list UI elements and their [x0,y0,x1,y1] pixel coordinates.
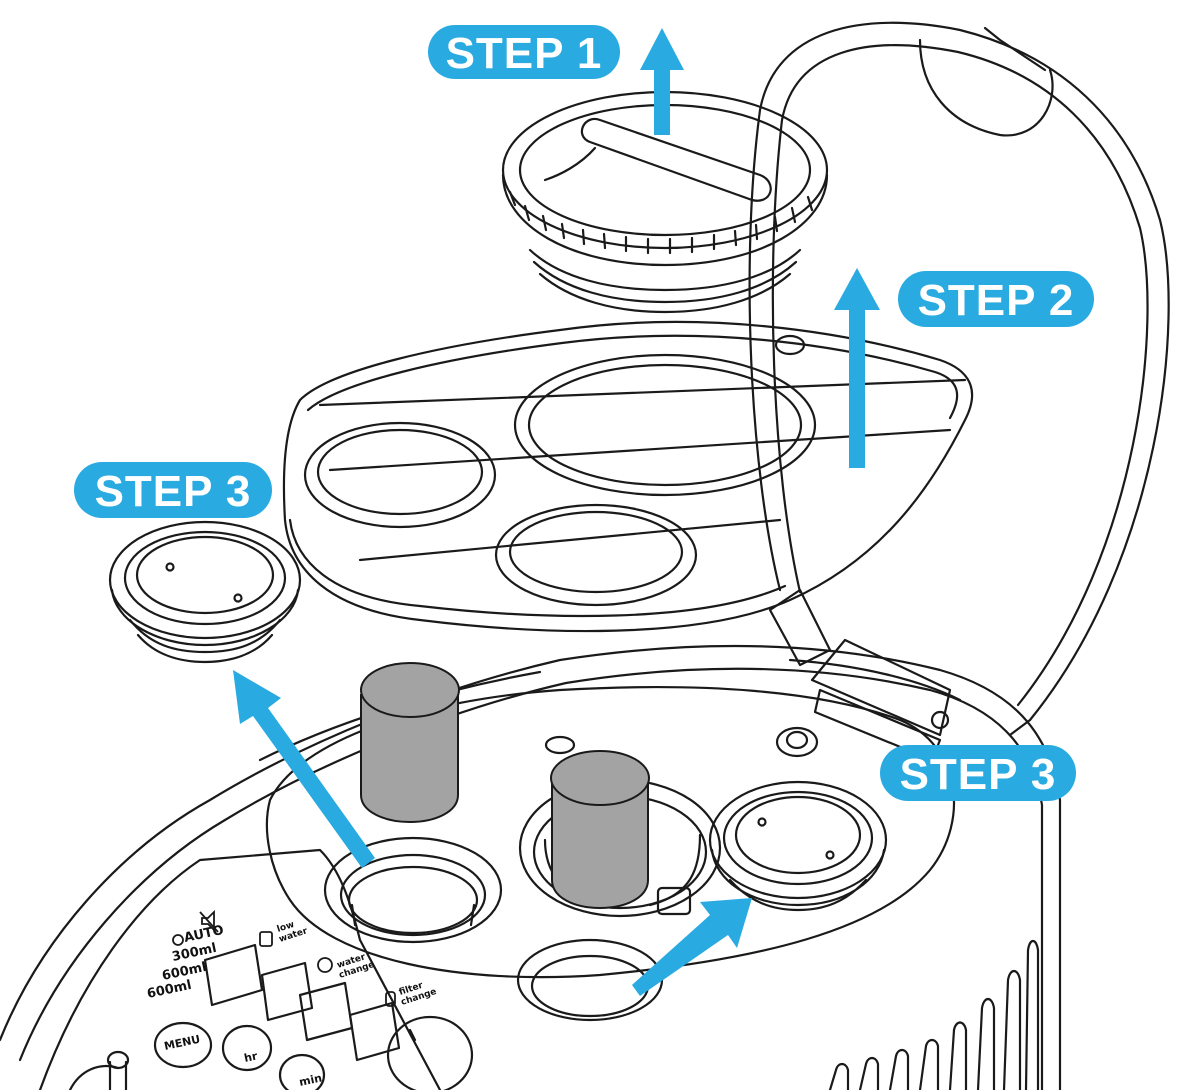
floating-tray [282,320,974,633]
arrow-up-icon [640,28,684,135]
auto-icon [172,934,184,946]
water-change-icon [317,957,333,973]
mode-600b-label: 600ml [146,978,193,1002]
step1-label: STEP 1 [446,29,603,78]
step3-left-pill [74,462,272,518]
filter-cartridge-left [360,662,460,824]
hour-button[interactable] [221,1024,273,1072]
menu-button-label: MENU [163,1033,202,1053]
step2-label-group: STEP 2 [898,271,1094,327]
nozzle [68,1050,130,1090]
step3-right-label: STEP 3 [900,750,1057,799]
minute-button[interactable] [278,1053,326,1090]
step3-left-label: STEP 3 [95,467,252,516]
vent-slots [828,939,1040,1090]
tray-hole-bottom [494,503,698,607]
step3-right-pill [880,745,1076,801]
hour-button-label: hr [243,1049,259,1065]
arrow-up-icon [834,268,880,468]
display-digits [203,943,401,1062]
machine-body [0,644,1062,1090]
mute-icon [199,909,219,933]
dial-knob[interactable] [386,1015,474,1090]
arrow-diagonal-icon [233,670,375,868]
base-wells [265,686,956,1022]
step1-pill [428,25,620,79]
step3-left-label-group: STEP 3 [74,462,272,518]
left-well [323,836,503,944]
low-water-icon [259,931,273,947]
panel-icons [172,909,396,1007]
tray-hole-left [303,421,497,529]
step3-right-label-group: STEP 3 [880,745,1076,801]
arrow-diagonal-icon [632,898,752,996]
open-lid [748,21,1170,762]
arrows [233,28,880,996]
filter-cartridge-right [550,750,650,910]
step1-label-group: STEP 1 [428,25,620,79]
step2-pill [898,271,1094,327]
small-cap-left [108,520,302,664]
minute-button-label: min [298,1071,323,1089]
tray-hole-center [513,353,817,497]
menu-button[interactable] [153,1021,213,1069]
step2-label: STEP 2 [918,276,1075,325]
filter-icon [385,991,396,1007]
small-cap-right [708,780,888,912]
